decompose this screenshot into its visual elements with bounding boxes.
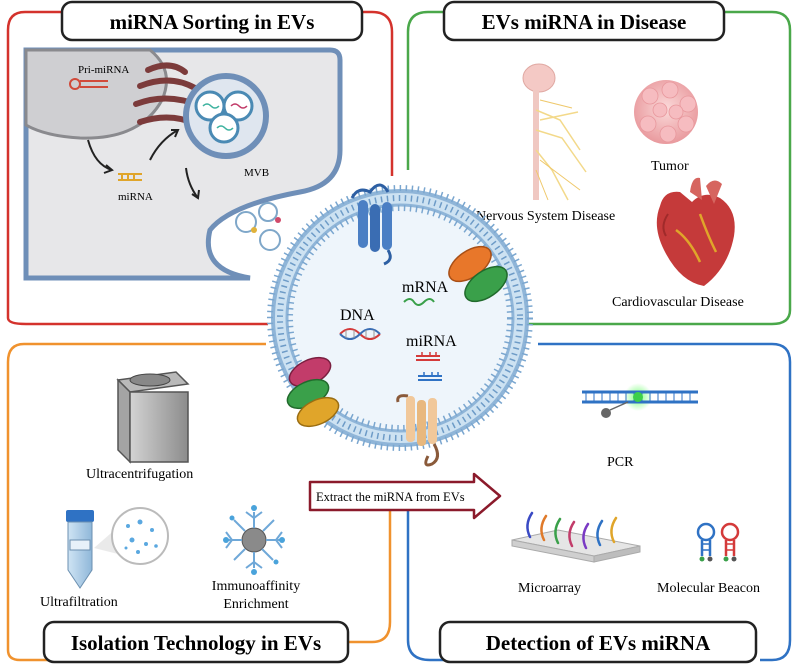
tumor-label: Tumor bbox=[651, 159, 689, 174]
center-mirna-label: miRNA bbox=[406, 333, 457, 350]
disease-panel-border bbox=[406, 10, 792, 326]
heart-icon bbox=[656, 177, 735, 286]
sorting-panel-border bbox=[6, 10, 394, 326]
immunoaffinity-label-2: Enrichment bbox=[223, 597, 288, 612]
isolation-title: Isolation Technology in EVs bbox=[71, 631, 321, 655]
immunoaffinity-label-1: Immunoaffinity bbox=[212, 579, 300, 594]
disease-title: EVs miRNA in Disease bbox=[482, 10, 687, 34]
released-exosomes bbox=[235, 202, 281, 251]
disease-title-box: EVs miRNA in Disease bbox=[442, 0, 726, 42]
mirna-duplex-icon bbox=[118, 173, 142, 181]
mvb bbox=[183, 73, 269, 159]
blue-receptor-icon bbox=[350, 183, 392, 266]
mrna-label: mRNA bbox=[402, 279, 449, 296]
microarray-icon bbox=[511, 511, 641, 563]
detection-panel-border bbox=[406, 342, 792, 662]
nervous-label: Nervous System Disease bbox=[476, 209, 615, 224]
molecular-beacon-icon bbox=[696, 522, 740, 562]
cell-illustration: Pri-miRNA miRNA MVB bbox=[23, 47, 343, 281]
isolation-panel-border bbox=[6, 342, 392, 662]
ultrafiltration-tube-icon bbox=[66, 507, 169, 589]
sorting-title: miRNA Sorting in EVs bbox=[110, 10, 315, 34]
ultracentrifuge-icon bbox=[116, 371, 190, 464]
sorting-arrows bbox=[87, 129, 200, 200]
sorting-title-box: miRNA Sorting in EVs bbox=[60, 0, 364, 42]
mirna-hairpins-icon bbox=[416, 352, 442, 381]
pri-mirna-label: Pri-miRNA bbox=[78, 64, 129, 76]
nervous-system-icon bbox=[522, 63, 587, 201]
mrna-strand-icon bbox=[403, 298, 435, 306]
orange-protein-icon-2 bbox=[296, 396, 340, 428]
dna-helix-icon bbox=[339, 328, 381, 340]
green-protein-icon bbox=[464, 265, 508, 303]
extract-arrow: Extract the miRNA from EVs bbox=[308, 472, 502, 520]
cardio-label: Cardiovascular Disease bbox=[612, 295, 744, 310]
pcr-label: PCR bbox=[607, 455, 634, 470]
detection-title: Detection of EVs miRNA bbox=[486, 631, 711, 655]
mirna-label: miRNA bbox=[118, 191, 153, 203]
ultracentrifugation-label: Ultracentrifugation bbox=[86, 467, 193, 482]
ultrafiltration-label: Ultrafiltration bbox=[40, 595, 118, 610]
pcr-icon bbox=[582, 383, 698, 418]
extracellular-vesicle: DNA mRNA miRNA bbox=[267, 183, 533, 467]
pri-mirna-hairpin-icon bbox=[69, 78, 108, 90]
tan-receptor-icon bbox=[396, 394, 439, 467]
microarray-label: Microarray bbox=[518, 581, 581, 596]
extract-arrow-text: Extract the miRNA from EVs bbox=[316, 490, 465, 504]
isolation-title-box: Isolation Technology in EVs bbox=[42, 620, 350, 664]
immunoaffinity-bead-icon bbox=[223, 505, 285, 575]
nucleus bbox=[24, 48, 168, 140]
filter-magnifier bbox=[111, 507, 169, 565]
tumor-icon bbox=[634, 80, 698, 144]
dna-label: DNA bbox=[340, 307, 375, 324]
detection-title-box: Detection of EVs miRNA bbox=[438, 620, 758, 664]
beacon-label: Molecular Beacon bbox=[657, 581, 760, 596]
mvb-label: MVB bbox=[244, 167, 269, 179]
